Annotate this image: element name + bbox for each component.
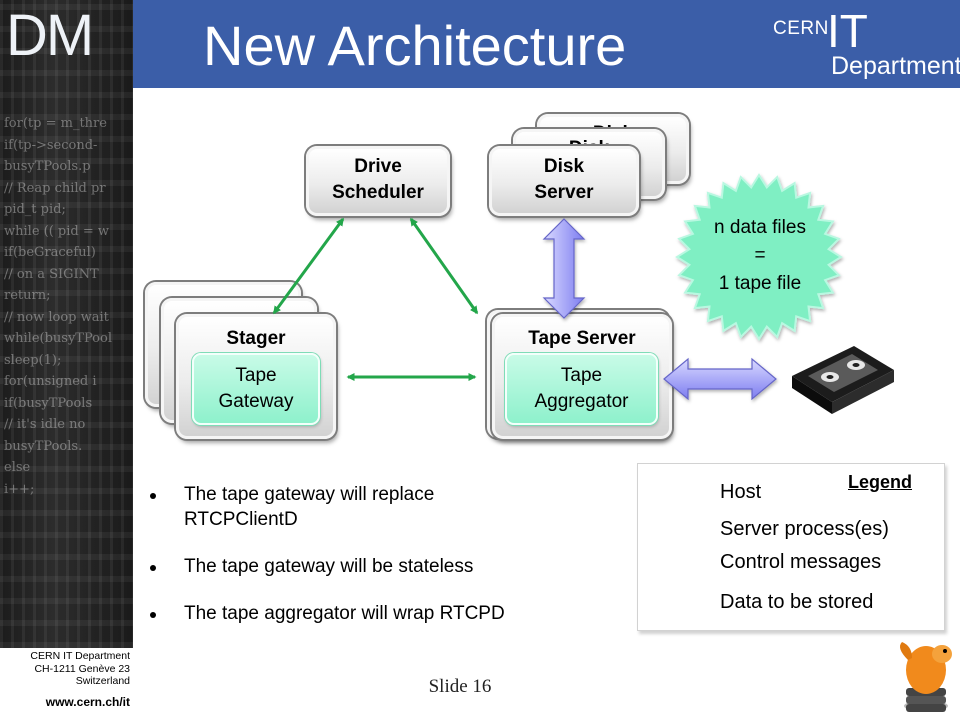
tape-server-label: Tape Server	[528, 328, 636, 349]
data-arrow-tape-server-to-tape	[663, 357, 777, 401]
background-texture	[0, 0, 133, 648]
tape-aggregator-process: Tape Aggregator	[505, 353, 658, 425]
dm-logo: DM	[6, 3, 94, 68]
bullet-item: The tape aggregator will wrap RTCPD	[150, 601, 610, 626]
stager-label: Stager	[226, 328, 286, 349]
data-arrow-disk-to-tape	[542, 218, 586, 319]
department-logo-text: Department	[831, 52, 960, 80]
slide-number: Slide 16	[428, 676, 492, 697]
tape-gateway-process: Tape Gateway	[192, 353, 320, 425]
bullet-list: The tape gateway will replace RTCPClient…	[150, 482, 610, 626]
legend-title: Legend	[848, 472, 913, 492]
starburst-text: n data files = 1 tape file	[714, 217, 806, 294]
disk-server-label: Disk Server	[534, 156, 594, 203]
page-title: New Architecture	[203, 14, 627, 77]
legend-panel	[637, 463, 945, 631]
tape-cartridge-icon	[792, 346, 894, 414]
bullet-item: The tape gateway will replace RTCPClient…	[150, 482, 514, 532]
title-bar: New Architecture CERN IT Department	[133, 0, 960, 88]
drive-scheduler-host: Drive Scheduler	[306, 146, 450, 216]
it-logo-text: IT	[827, 5, 868, 57]
drive-scheduler-label: Drive Scheduler	[332, 156, 424, 203]
cern-logo-text: CERN	[773, 18, 829, 39]
footer-address: CERN IT Department CH-1211 Genève 23 Swi…	[30, 650, 130, 688]
legend-host-label: Host	[720, 481, 762, 503]
beaver-mascot-icon	[900, 642, 952, 712]
footer-url: www.cern.ch/it	[45, 695, 130, 709]
legend-process-label: Server process(es)	[720, 518, 889, 540]
bullet-item: The tape gateway will be stateless	[150, 554, 610, 579]
control-arrow-scheduler-tapeserver	[409, 217, 479, 315]
legend-data-label: Data to be stored	[720, 591, 874, 613]
disk-server-host: Disk Server	[489, 146, 639, 216]
legend-control-label: Control messages	[720, 551, 882, 573]
